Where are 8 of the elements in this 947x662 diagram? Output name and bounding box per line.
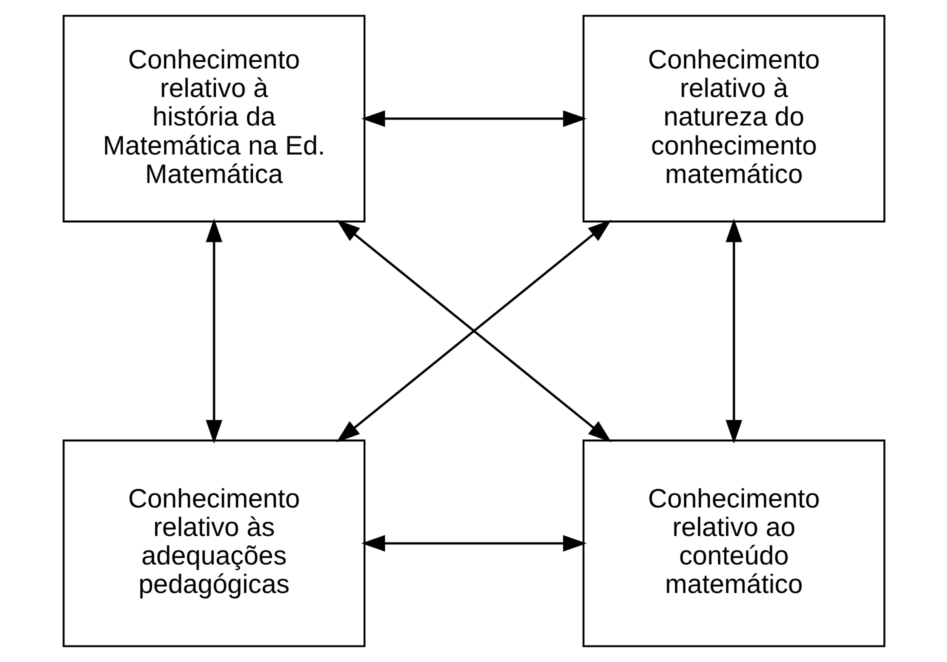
node-box: Conhecimento relativo ao conteúdo matemático (582, 440, 885, 648)
node-box: Conhecimento relativo à natureza do conhecimento matemático (582, 14, 885, 222)
arrow (360, 110, 586, 127)
arrow (725, 218, 742, 444)
node-box: Conhecimento relativo às adequações pedagógicas (62, 440, 365, 648)
node-box: Conhecimento relativo à história da Matemática na Ed. Matemática (62, 14, 365, 222)
arrow (360, 535, 586, 552)
arrow (205, 218, 222, 444)
